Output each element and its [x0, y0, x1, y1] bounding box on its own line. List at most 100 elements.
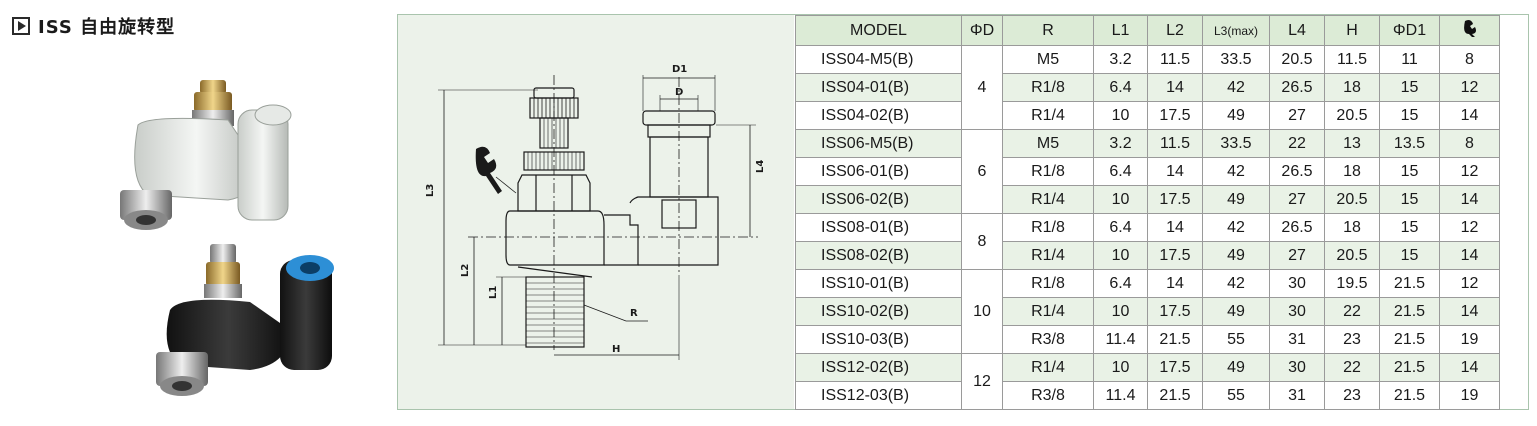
cell-phi-d1: 21.5 [1379, 353, 1440, 382]
cell-l4: 27 [1269, 185, 1325, 214]
dim-label-d1: D1 [672, 64, 687, 75]
cell-r: R3/8 [1002, 381, 1094, 410]
cell-wrench-size: 14 [1439, 297, 1500, 326]
wrench-icon [1463, 20, 1476, 38]
cell-l1: 6.4 [1093, 269, 1148, 298]
cell-l4: 30 [1269, 269, 1325, 298]
cell-l3max: 49 [1202, 297, 1270, 326]
cell-l1: 10 [1093, 297, 1148, 326]
cell-model: ISS06-01(B) [795, 157, 962, 186]
cell-l1: 6.4 [1093, 157, 1148, 186]
cell-wrench-size: 12 [1439, 157, 1500, 186]
cell-h: 13 [1324, 129, 1380, 158]
spec-panel: D1 D L3 L4 L2 L1 R H MODEL ΦD R L1 L2 [397, 14, 1529, 410]
cell-model: ISS04-M5(B) [795, 45, 962, 74]
cell-r: R1/4 [1002, 297, 1094, 326]
col-header-h: H [1324, 15, 1380, 46]
dim-label-d: D [675, 87, 683, 98]
cell-wrench-size: 14 [1439, 353, 1500, 382]
cell-r: R1/8 [1002, 157, 1094, 186]
cell-l4: 22 [1269, 129, 1325, 158]
cell-model: ISS06-M5(B) [795, 129, 962, 158]
cell-wrench-size: 14 [1439, 241, 1500, 270]
cell-phi-d1: 15 [1379, 241, 1440, 270]
cell-l2: 11.5 [1147, 129, 1203, 158]
cell-l1: 10 [1093, 101, 1148, 130]
cell-model: ISS12-03(B) [795, 381, 962, 410]
cell-l3max: 49 [1202, 241, 1270, 270]
cell-l2: 14 [1147, 269, 1203, 298]
cell-l2: 17.5 [1147, 353, 1203, 382]
cell-l4: 26.5 [1269, 73, 1325, 102]
cell-l4: 31 [1269, 381, 1325, 410]
cell-l2: 14 [1147, 157, 1203, 186]
cell-l1: 10 [1093, 353, 1148, 382]
cell-l2: 11.5 [1147, 45, 1203, 74]
col-header-phi-d1: ΦD1 [1379, 15, 1440, 46]
cell-h: 22 [1324, 297, 1380, 326]
cell-h: 19.5 [1324, 269, 1380, 298]
cell-phi-d: 4 [961, 45, 1003, 130]
cell-l1: 10 [1093, 185, 1148, 214]
cell-l3max: 49 [1202, 353, 1270, 382]
table-header-row: MODEL ΦD R L1 L2 L3(max) L4 H ΦD1 [795, 15, 1500, 46]
cell-l1: 3.2 [1093, 45, 1148, 74]
technical-drawing-area: D1 D L3 L4 L2 L1 R H [398, 15, 794, 409]
spec-table: MODEL ΦD R L1 L2 L3(max) L4 H ΦD1 ISS04-… [795, 15, 1500, 410]
cell-h: 11.5 [1324, 45, 1380, 74]
cell-l2: 17.5 [1147, 185, 1203, 214]
cell-phi-d1: 15 [1379, 157, 1440, 186]
cell-h: 23 [1324, 325, 1380, 354]
cell-l3max: 33.5 [1202, 129, 1270, 158]
cell-r: R1/8 [1002, 269, 1094, 298]
cell-r: M5 [1002, 45, 1094, 74]
product-photo-black-fitting [156, 244, 334, 396]
cell-l2: 21.5 [1147, 325, 1203, 354]
cell-phi-d1: 15 [1379, 73, 1440, 102]
cell-phi-d1: 11 [1379, 45, 1440, 74]
cell-model: ISS10-03(B) [795, 325, 962, 354]
cell-l3max: 33.5 [1202, 45, 1270, 74]
cell-r: R1/8 [1002, 73, 1094, 102]
dim-label-l3: L3 [425, 184, 436, 197]
cell-l1: 11.4 [1093, 325, 1148, 354]
cell-phi-d: 12 [961, 353, 1003, 410]
cell-phi-d1: 13.5 [1379, 129, 1440, 158]
dim-label-l4: L4 [755, 160, 766, 173]
col-header-model: MODEL [795, 15, 962, 46]
cell-phi-d: 8 [961, 213, 1003, 270]
dim-label-r: R [630, 308, 638, 319]
cell-l2: 21.5 [1147, 381, 1203, 410]
cell-l4: 27 [1269, 241, 1325, 270]
cell-l4: 31 [1269, 325, 1325, 354]
cell-r: M5 [1002, 129, 1094, 158]
cell-l4: 20.5 [1269, 45, 1325, 74]
cell-wrench-size: 14 [1439, 101, 1500, 130]
cell-phi-d1: 21.5 [1379, 325, 1440, 354]
cell-l1: 10 [1093, 241, 1148, 270]
cell-l3max: 42 [1202, 73, 1270, 102]
cell-wrench-size: 12 [1439, 269, 1500, 298]
dim-label-l2: L2 [460, 264, 471, 277]
cell-l3max: 49 [1202, 185, 1270, 214]
col-header-l3max: L3(max) [1202, 15, 1270, 46]
technical-drawing: D1 D L3 L4 L2 L1 R H [425, 64, 766, 360]
cell-l1: 3.2 [1093, 129, 1148, 158]
col-header-l2: L2 [1147, 15, 1203, 46]
section-title: ISS 自由旋转型 [38, 17, 176, 38]
cell-r: R1/4 [1002, 241, 1094, 270]
cell-h: 20.5 [1324, 241, 1380, 270]
cell-l3max: 42 [1202, 157, 1270, 186]
cell-phi-d1: 15 [1379, 185, 1440, 214]
cell-h: 22 [1324, 353, 1380, 382]
cell-h: 18 [1324, 213, 1380, 242]
product-photo-white-fitting [120, 80, 292, 230]
cell-l3max: 55 [1202, 325, 1270, 354]
cell-h: 20.5 [1324, 101, 1380, 130]
cell-l4: 26.5 [1269, 213, 1325, 242]
